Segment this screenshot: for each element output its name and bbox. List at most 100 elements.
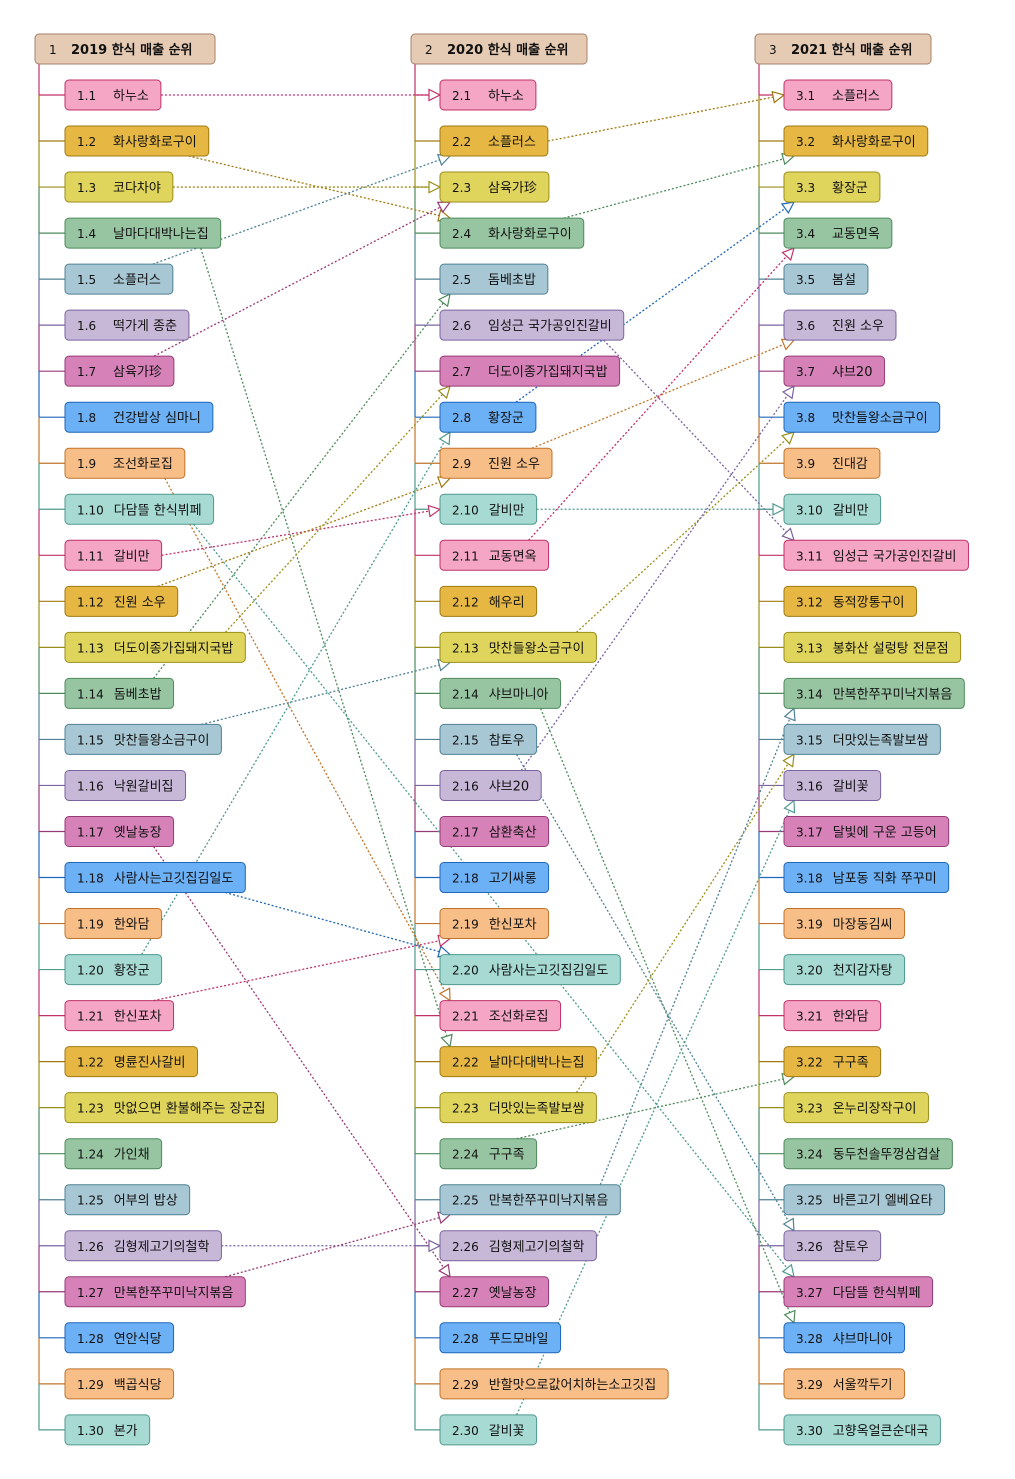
link-line bbox=[520, 385, 795, 771]
rank-item-box bbox=[783, 631, 962, 663]
rank-item-box bbox=[64, 1046, 198, 1078]
rank-item-label: 코다차야 bbox=[113, 181, 161, 196]
rank-item-label: 더맛있는족발보쌈 bbox=[489, 1102, 585, 1117]
rank-item-box bbox=[439, 862, 550, 894]
rank-item-box bbox=[439, 355, 621, 387]
rank-item-number: 2.20 bbox=[452, 964, 479, 978]
link-line bbox=[547, 94, 785, 142]
rank-item-number: 1.9 bbox=[77, 457, 96, 471]
